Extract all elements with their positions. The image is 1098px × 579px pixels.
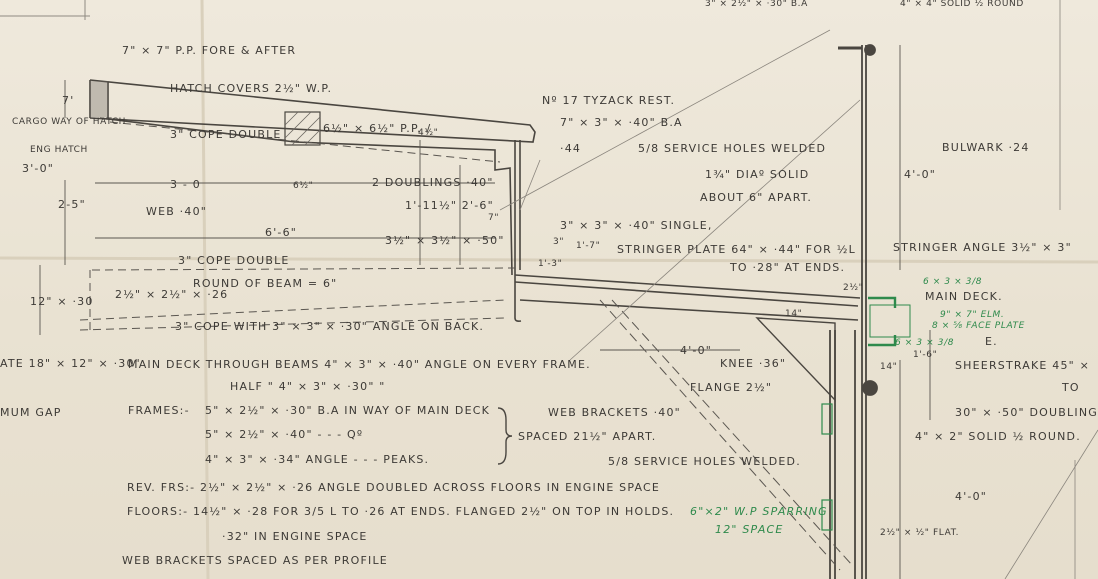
dim-3half-label: 3½" × 3½" × ·50": [385, 234, 505, 247]
stringer-angle-label: STRINGER ANGLE 3½" × 3": [893, 241, 1072, 254]
frames-2-label: 5" × 2½" × ·40" - - - Qº: [205, 428, 363, 441]
dim-7-label: 7': [62, 94, 74, 107]
hatch-block: [90, 81, 108, 117]
green-face-label: 8 × ⅝ FACE PLATE: [932, 321, 1025, 331]
dim-2-5-label: 2-5": [58, 198, 86, 211]
diagonal-lines: [599, 299, 853, 571]
solid-dia-label: 1¾" DIAº SOLID: [705, 168, 809, 181]
flat-label: 2½" × ½" FLAT.: [880, 528, 959, 538]
angle-7x3-label: 7" × 3" × ·40" B.A: [560, 116, 683, 129]
dim-4-0-bottom-label: 4'-0": [955, 490, 987, 503]
round-of-beam-label: ROUND OF BEAM = 6": [193, 277, 337, 290]
dim-4-0-top-label: 4'-0": [904, 168, 936, 181]
floors-label: FLOORS:- 14½" × ·28 FOR 3/5 L TO ·26 AT …: [127, 505, 674, 518]
angle-single-label: 3" × 3" × ·40" SINGLE,: [560, 219, 713, 232]
hatch-covers-label: HATCH COVERS 2½" W.P.: [170, 82, 332, 95]
dim-2half-b-label: 2½": [843, 283, 863, 293]
dim-3-0-label: 3'-0": [22, 162, 54, 175]
cargo-way-label: CARGO WAY OF HATCH: [12, 117, 126, 127]
service-holes-1-label: 5/8 SERVICE HOLES WELDED: [638, 142, 826, 155]
frames-3-label: 4" × 3" × ·34" ANGLE - - - PEAKS.: [205, 453, 429, 466]
web-brackets-label: WEB BRACKETS ·40": [548, 406, 681, 419]
dim-1-6-label: 1'-6": [913, 350, 937, 360]
plate-18-label: ATE 18" × 12" × ·30": [0, 357, 141, 370]
hatch-coaming: [89, 79, 536, 322]
flange-label: FLANGE 2½": [690, 381, 772, 394]
dim-6half-label: 6½": [293, 181, 313, 191]
sheerstrake-label: SHEERSTRAKE 45" ×: [955, 359, 1090, 372]
green-sparring-label: 6"×2" W.P SPARRING: [690, 505, 828, 518]
pp-6x6-label: 6½" × 6½" P.P. /: [323, 122, 431, 135]
dim-4-0-mid-label: 4'-0": [680, 344, 712, 357]
frames-1-label: 5" × 2½" × ·30" B.A IN WAY OF MAIN DECK: [205, 404, 490, 417]
about-6-label: ABOUT 6" APART.: [700, 191, 812, 204]
frames-label: FRAMES:-: [128, 404, 190, 417]
to-28-label: TO ·28" AT ENDS.: [729, 261, 845, 274]
top-partial-1-label: 3" × 2½" × ·30" B.A: [705, 0, 808, 9]
construction-lines: [499, 0, 1098, 579]
green-timber: [821, 296, 911, 531]
dim-4half-label: 4½": [418, 128, 438, 138]
paper-fold: [200, 0, 210, 579]
dim-6-6-label: 6'-6": [265, 226, 297, 239]
dimension-lines: [39, 45, 931, 579]
green-angle2-label: 6 × 3 × 3/8: [895, 338, 954, 348]
to-label: TO: [1061, 381, 1080, 394]
paper-fold: [0, 256, 1098, 264]
gap-label: MUM GAP: [0, 406, 62, 419]
letter-e-label: E.: [985, 335, 998, 348]
green-space-label: 12" SPACE: [715, 523, 784, 536]
pp-block: [284, 111, 321, 146]
dim-44-label: ·44: [560, 142, 581, 155]
eng-hatch-label: ENG HATCH: [30, 145, 88, 155]
dim-1-11-label: 1'-11½" 2'-6": [405, 199, 494, 212]
half-row-label: HALF " 4" × 3" × ·30" ": [230, 380, 386, 393]
rev-frs-label: REV. FRS:- 2½" × 2½" × ·26 ANGLE DOUBLED…: [127, 481, 660, 494]
dim-2half-label: 2½" × 2½" × ·26: [115, 288, 228, 301]
stringer-plate-label: STRINGER PLATE 64" × ·44" FOR ½L: [617, 243, 856, 256]
dim-1-3-label: 1'-3": [538, 259, 562, 269]
dashed-lines: [79, 121, 516, 331]
dim-7b-label: 7": [488, 213, 499, 223]
service-holes-2-label: 5/8 SERVICE HOLES WELDED.: [608, 455, 801, 468]
green-elm-label: 9" × 7" ELM.: [940, 310, 1004, 320]
dim-1-7-label: 1'-7": [576, 241, 600, 251]
frames-brace: [497, 407, 513, 465]
floors-eng-label: ·32" IN ENGINE SPACE: [222, 530, 368, 543]
top-partial-2-label: 4" × 4" SOLID ½ ROUND: [900, 0, 1024, 9]
side-plating: [829, 44, 878, 579]
dim-14-label: 14": [785, 309, 802, 319]
web-40-label: WEB ·40": [146, 205, 207, 218]
dim-3-0b-label: 3 - 0: [170, 178, 201, 191]
spaced-label: SPACED 21½" APART.: [518, 430, 656, 443]
pp-fore-after-label: 7" × 7" P.P. FORE & AFTER: [122, 44, 296, 57]
green-angle-label: 6 × 3 × 3/8: [923, 277, 982, 287]
web-spaced-label: WEB BRACKETS SPACED AS PER PROFILE: [122, 554, 388, 567]
two-doublings-label: 2 DOUBLINGS ·40": [372, 176, 494, 189]
dim-14b-label: 14": [880, 362, 897, 372]
knee-bracket: [755, 317, 836, 402]
tyzack-label: Nº 17 TYZACK REST.: [542, 94, 675, 107]
solid-round-label: 4" × 2" SOLID ½ ROUND.: [915, 430, 1081, 443]
doubling-label: 30" × ·50" DOUBLING: [955, 406, 1098, 419]
cope-double-1-label: 3" COPE DOUBLE: [170, 128, 282, 141]
main-deck-label: MAIN DECK.: [925, 290, 1003, 303]
cope-double-2-label: 3" COPE DOUBLE: [178, 254, 290, 267]
dim-12-30-label: 12" × ·30: [30, 295, 94, 308]
cope-with-angle-label: 3" COPE WITH 3" × 3" × ·30" ANGLE ON BAC…: [175, 320, 484, 333]
through-beams-label: MAIN DECK THROUGH BEAMS 4" × 3" × ·40" A…: [128, 358, 591, 371]
bulwark-label: BULWARK ·24: [942, 141, 1030, 154]
dim-3-label: 3": [553, 237, 564, 247]
main-deck: [514, 274, 861, 321]
drawing-labels: 7" × 7" P.P. FORE & AFTER HATCH COVERS 2…: [0, 0, 1098, 567]
knee-label: KNEE ·36": [720, 357, 786, 370]
